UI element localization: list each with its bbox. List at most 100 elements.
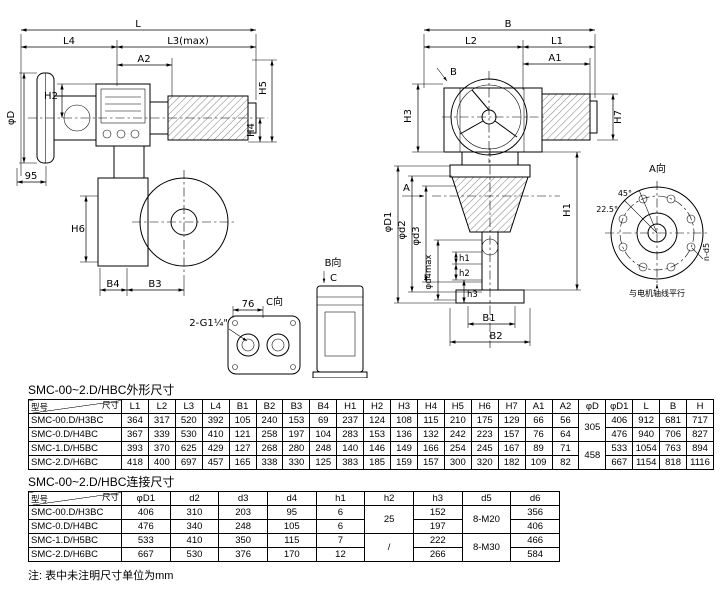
value-cell: 1154 [632,455,661,470]
model-cell: SMC-1.D/H5BC [28,533,122,548]
dim-B1: B1 [468,313,515,326]
value-cell: 185 [363,455,392,470]
outline-table-title: SMC-00~2.D/HBC外形尺寸 [28,383,175,397]
dim-label-h3: h3 [467,290,478,300]
dim-H4: H4 [246,118,262,142]
value-cell: 367 [121,427,149,442]
column-header: B2 [255,399,284,414]
value-cell: 827 [686,427,714,442]
value-cell: 248 [309,441,338,456]
dim-L3max: L3(max) [117,36,256,49]
value-cell: 170 [266,547,317,562]
dim-h3: h3 [462,280,478,303]
column-header: h2 [364,491,414,506]
value-cell: 476 [605,427,634,442]
dim-H2: H2 [44,84,64,118]
column-header: B [659,399,688,414]
value-cell: 763 [659,441,688,456]
value-cell: 625 [174,441,203,456]
value-cell: 283 [336,427,365,442]
view-a-label: A向 [649,162,666,175]
value-cell: 667 [121,547,171,562]
thread-label: 2-G1¼" [189,317,228,329]
value-cell: 159 [390,455,418,470]
value-cell: 530 [169,547,220,562]
value-cell: 6 [315,519,366,534]
value-cell: 167 [497,441,526,456]
value-cell: 340 [169,519,220,534]
column-header: L1 [121,399,149,414]
technical-drawing: L L4 L3(max) A2 φD H2 [6,19,711,378]
parallel-note-label: 与电机轴线平行 [629,288,685,298]
value-cell: 310 [169,505,220,520]
column-header: H [686,399,714,414]
value-cell: 105 [266,519,317,534]
model-cell: SMC-1.D/H5BC [28,441,122,456]
value-cell: 268 [255,441,284,456]
value-cell: 237 [336,413,365,428]
column-header: d4 [266,491,317,506]
unit-note: 注: 表中未注明尺寸单位为mm [28,570,174,582]
dim-label-phiD1: φD1 [383,212,394,233]
extension-lines-right [394,34,618,346]
view-marker-b: B [436,67,457,82]
column-header: B3 [282,399,311,414]
value-cell: 400 [147,455,176,470]
dim-label-B2: B2 [489,331,502,342]
dim-A2: A2 [117,54,172,67]
model-cell: SMC-2.D/H6BC [28,455,122,470]
model-cell: SMC-0.D/H4BC [28,519,122,534]
value-cell: 182 [497,455,526,470]
value-cell: 109 [524,455,553,470]
value-cell: 95 [266,505,317,520]
value-cell: 392 [201,413,230,428]
value-cell: 376 [218,547,268,562]
column-header: B4 [309,399,338,414]
value-cell: 64 [551,427,580,442]
value-cell: 912 [632,413,661,428]
value-cell: 240 [255,413,284,428]
value-cell: 210 [443,413,472,428]
column-header: d6 [510,491,560,506]
dim-H1: H1 [562,152,579,290]
connection-table-title: SMC-00~2.D/HBC连接尺寸 [28,475,175,489]
column-header: d5 [461,491,512,506]
value-cell: 223 [470,427,499,442]
conduit-entry [236,333,260,357]
value-cell: 476 [121,519,171,534]
dim-label-phiD: φD [6,111,17,126]
marker-a-label: A [403,183,410,194]
value-cell: 410 [201,427,230,442]
value-cell: 410 [169,533,220,548]
value-cell: 6 [315,505,366,520]
dim-label-L: L [135,19,141,30]
junction-box [316,285,364,373]
angle-225-label: 22.5° [596,205,618,214]
value-cell: 25 [364,505,414,534]
value-cell: 818 [659,455,688,470]
value-cell: 280 [282,441,311,456]
dim-label-h2: h2 [459,269,470,279]
value-cell: 330 [282,455,311,470]
dim-label-L4: L4 [63,36,75,47]
dim-label-B1: B1 [482,313,495,324]
column-header: A2 [551,399,580,414]
value-cell: 165 [228,455,257,470]
value-cell: 149 [390,441,418,456]
column-header: L2 [147,399,176,414]
dim-label-H5: H5 [258,81,269,95]
column-header: h3 [412,491,463,506]
value-cell: 1116 [686,455,714,470]
terminal-box [227,315,301,375]
value-cell: 406 [605,413,634,428]
column-header: d2 [169,491,220,506]
dim-h2: h2 [454,264,470,280]
dim-label-76: 76 [242,299,255,310]
corner-label-top: 尺寸 [101,492,119,502]
value-cell: 266 [412,547,463,562]
